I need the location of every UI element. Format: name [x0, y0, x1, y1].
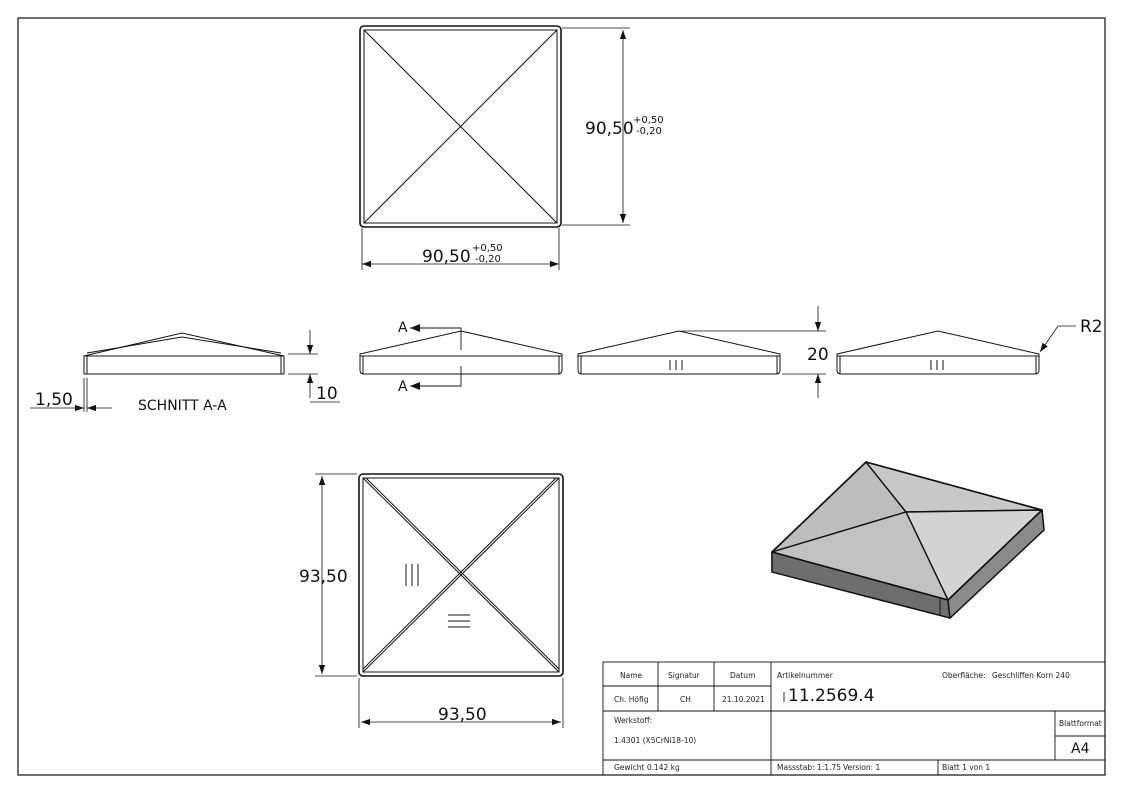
section-dim-height: 10: [316, 384, 338, 404]
isometric-view: [771, 461, 1045, 619]
radius-label: R2: [1080, 317, 1103, 337]
side-view: [577, 330, 781, 375]
tb-signatur: CH: [680, 695, 691, 704]
top-dim-vertical-tol-minus: -0,20: [636, 126, 662, 137]
tb-name: Ch. Höfig: [614, 695, 649, 704]
top-view-horizontal-dimension: [361, 228, 560, 270]
sheet-border: [17, 17, 1106, 776]
bottom-view-horizontal-dimension: [358, 678, 564, 728]
top-dim-horizontal-value: 90,50: [422, 247, 471, 267]
tb-header-name: Name: [620, 671, 643, 680]
bottom-view-vertical-dimension: [315, 473, 357, 677]
tb-gewicht: Gewicht 0.142 kg: [614, 763, 680, 772]
tb-datum: 21.10.2021: [722, 695, 765, 704]
top-dim-vertical-value: 90,50: [585, 119, 634, 139]
tb-artikelnummer: 11.2569.4: [788, 686, 875, 706]
tb-massstab: Massstab: 1:1.75: [777, 763, 841, 772]
front-view: [359, 330, 563, 375]
tb-artikelnummer-label: Artikelnummer: [777, 671, 834, 680]
tb-werkstoff-label: Werkstoff:: [614, 716, 652, 725]
section-dimensions: [30, 330, 340, 412]
side-dim-height: 20: [807, 345, 829, 365]
bottom-dim-vertical-value: 93,50: [299, 567, 348, 587]
tb-blatt: Blatt 1 von 1: [942, 763, 990, 772]
tb-blattformat: A4: [1071, 741, 1090, 757]
section-dim-thickness: 1,50: [35, 390, 73, 410]
tb-oberflaeche: Geschliffen Korn 240: [992, 671, 1070, 680]
radius-leader: [1039, 325, 1076, 353]
bottom-dim-horizontal-value: 93,50: [438, 705, 487, 725]
tb-blattformat-label: Blattformat: [1059, 719, 1102, 728]
tb-werkstoff: 1.4301 (X5CrNi18-10): [614, 736, 696, 745]
section-arrow-label-top: A: [398, 320, 408, 336]
top-dim-horizontal-tol-plus: +0,50: [472, 243, 503, 254]
section-cut-line: [410, 324, 462, 390]
section-arrow-label-bottom: A: [398, 379, 408, 395]
title-block: [602, 661, 1106, 776]
tb-oberflaeche-label: Oberfläche:: [942, 671, 986, 680]
side-view-height-dimension: [681, 306, 826, 398]
bottom-view: [358, 473, 564, 677]
tb-header-signatur: Signatur: [668, 671, 701, 680]
top-view: [359, 25, 562, 228]
section-view: [83, 332, 285, 375]
top-dim-vertical-tol-plus: +0,50: [633, 115, 664, 126]
section-label: SCHNITT A-A: [138, 398, 227, 414]
top-dim-horizontal-tol-minus: -0,20: [475, 254, 501, 265]
tb-version: Version: 1: [843, 763, 880, 772]
tb-header-datum: Datum: [730, 671, 755, 680]
top-view-vertical-dimension: [562, 27, 630, 226]
side-view-right: [836, 330, 1040, 375]
